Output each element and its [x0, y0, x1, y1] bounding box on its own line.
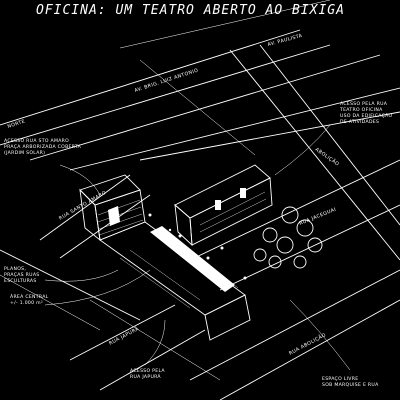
- note-planos: PLANOS, PRAÇAS RUAS ESCULTURAS: [4, 266, 41, 284]
- leader-lines: [44, 124, 351, 371]
- note-acesso-japura: ACESSO PELA RUA JAPURÁ: [130, 368, 167, 380]
- theatre-right-volume: [174, 164, 273, 247]
- label-rua-jaceguai: RUA JACEGUAI: [299, 207, 338, 227]
- theatre-left-volume: [79, 174, 146, 242]
- annotations: ACESSO RUA STO AMARO PRAÇA ARBORIZADA CO…: [4, 101, 394, 388]
- label-rua-santo-amaro: RUA SANTO AMARO: [58, 190, 108, 222]
- note-acesso-abolicao: ACESSO PELA RUA TEATRO OFICINA USO DA ED…: [339, 101, 394, 125]
- note-acesso-santo-amaro: ACESSO RUA STO AMARO PRAÇA ARBORIZADA CO…: [4, 138, 83, 156]
- label-norte: NORTE: [7, 119, 26, 130]
- note-espaco-livre: ESPAÇO LIVRE SOB MARQUISE E RUA: [322, 376, 379, 388]
- central-runway: [99, 221, 251, 341]
- scattered-figures: [148, 213, 247, 280]
- drawing-title: OFICINA: UM TEATRO ABERTO AO BIXIGA: [36, 3, 345, 18]
- label-brig-luiz-antonio: AV. BRIG. LUIZ ANTONIO: [134, 68, 199, 94]
- label-rua-japura: RUA JAPURÁ: [108, 325, 141, 347]
- label-abolicao-upper: ABOLIÇÃO: [314, 146, 341, 168]
- note-area-central: ÁREA CENTRAL +/- 1.000 m²: [10, 293, 50, 306]
- trees: [253, 206, 323, 269]
